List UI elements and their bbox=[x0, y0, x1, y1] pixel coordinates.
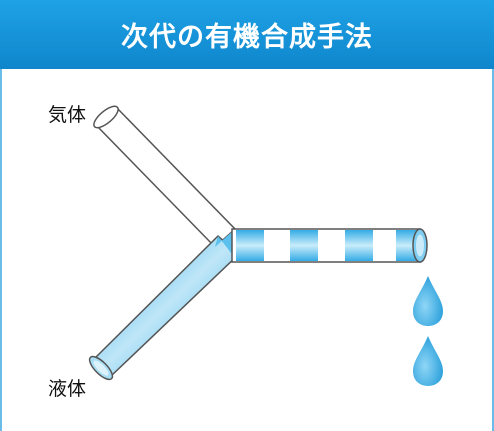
liquid-tube bbox=[88, 234, 241, 381]
gas-label: 気体 bbox=[48, 104, 87, 126]
page-title: 次代の有機合成手法 bbox=[121, 22, 373, 53]
y-tube-illustration bbox=[88, 105, 443, 386]
output-tube bbox=[231, 228, 428, 263]
gas-tube bbox=[93, 105, 237, 249]
liquid-segment bbox=[236, 230, 264, 261]
flow-diagram: 気体 液体 bbox=[0, 69, 494, 431]
liquid-label: 液体 bbox=[48, 378, 87, 400]
liquid-segment bbox=[345, 230, 373, 261]
header-bar: 次代の有機合成手法 bbox=[0, 0, 494, 69]
droplet-icon bbox=[413, 336, 443, 386]
droplet-icon bbox=[413, 276, 443, 326]
liquid-segment bbox=[290, 230, 318, 261]
